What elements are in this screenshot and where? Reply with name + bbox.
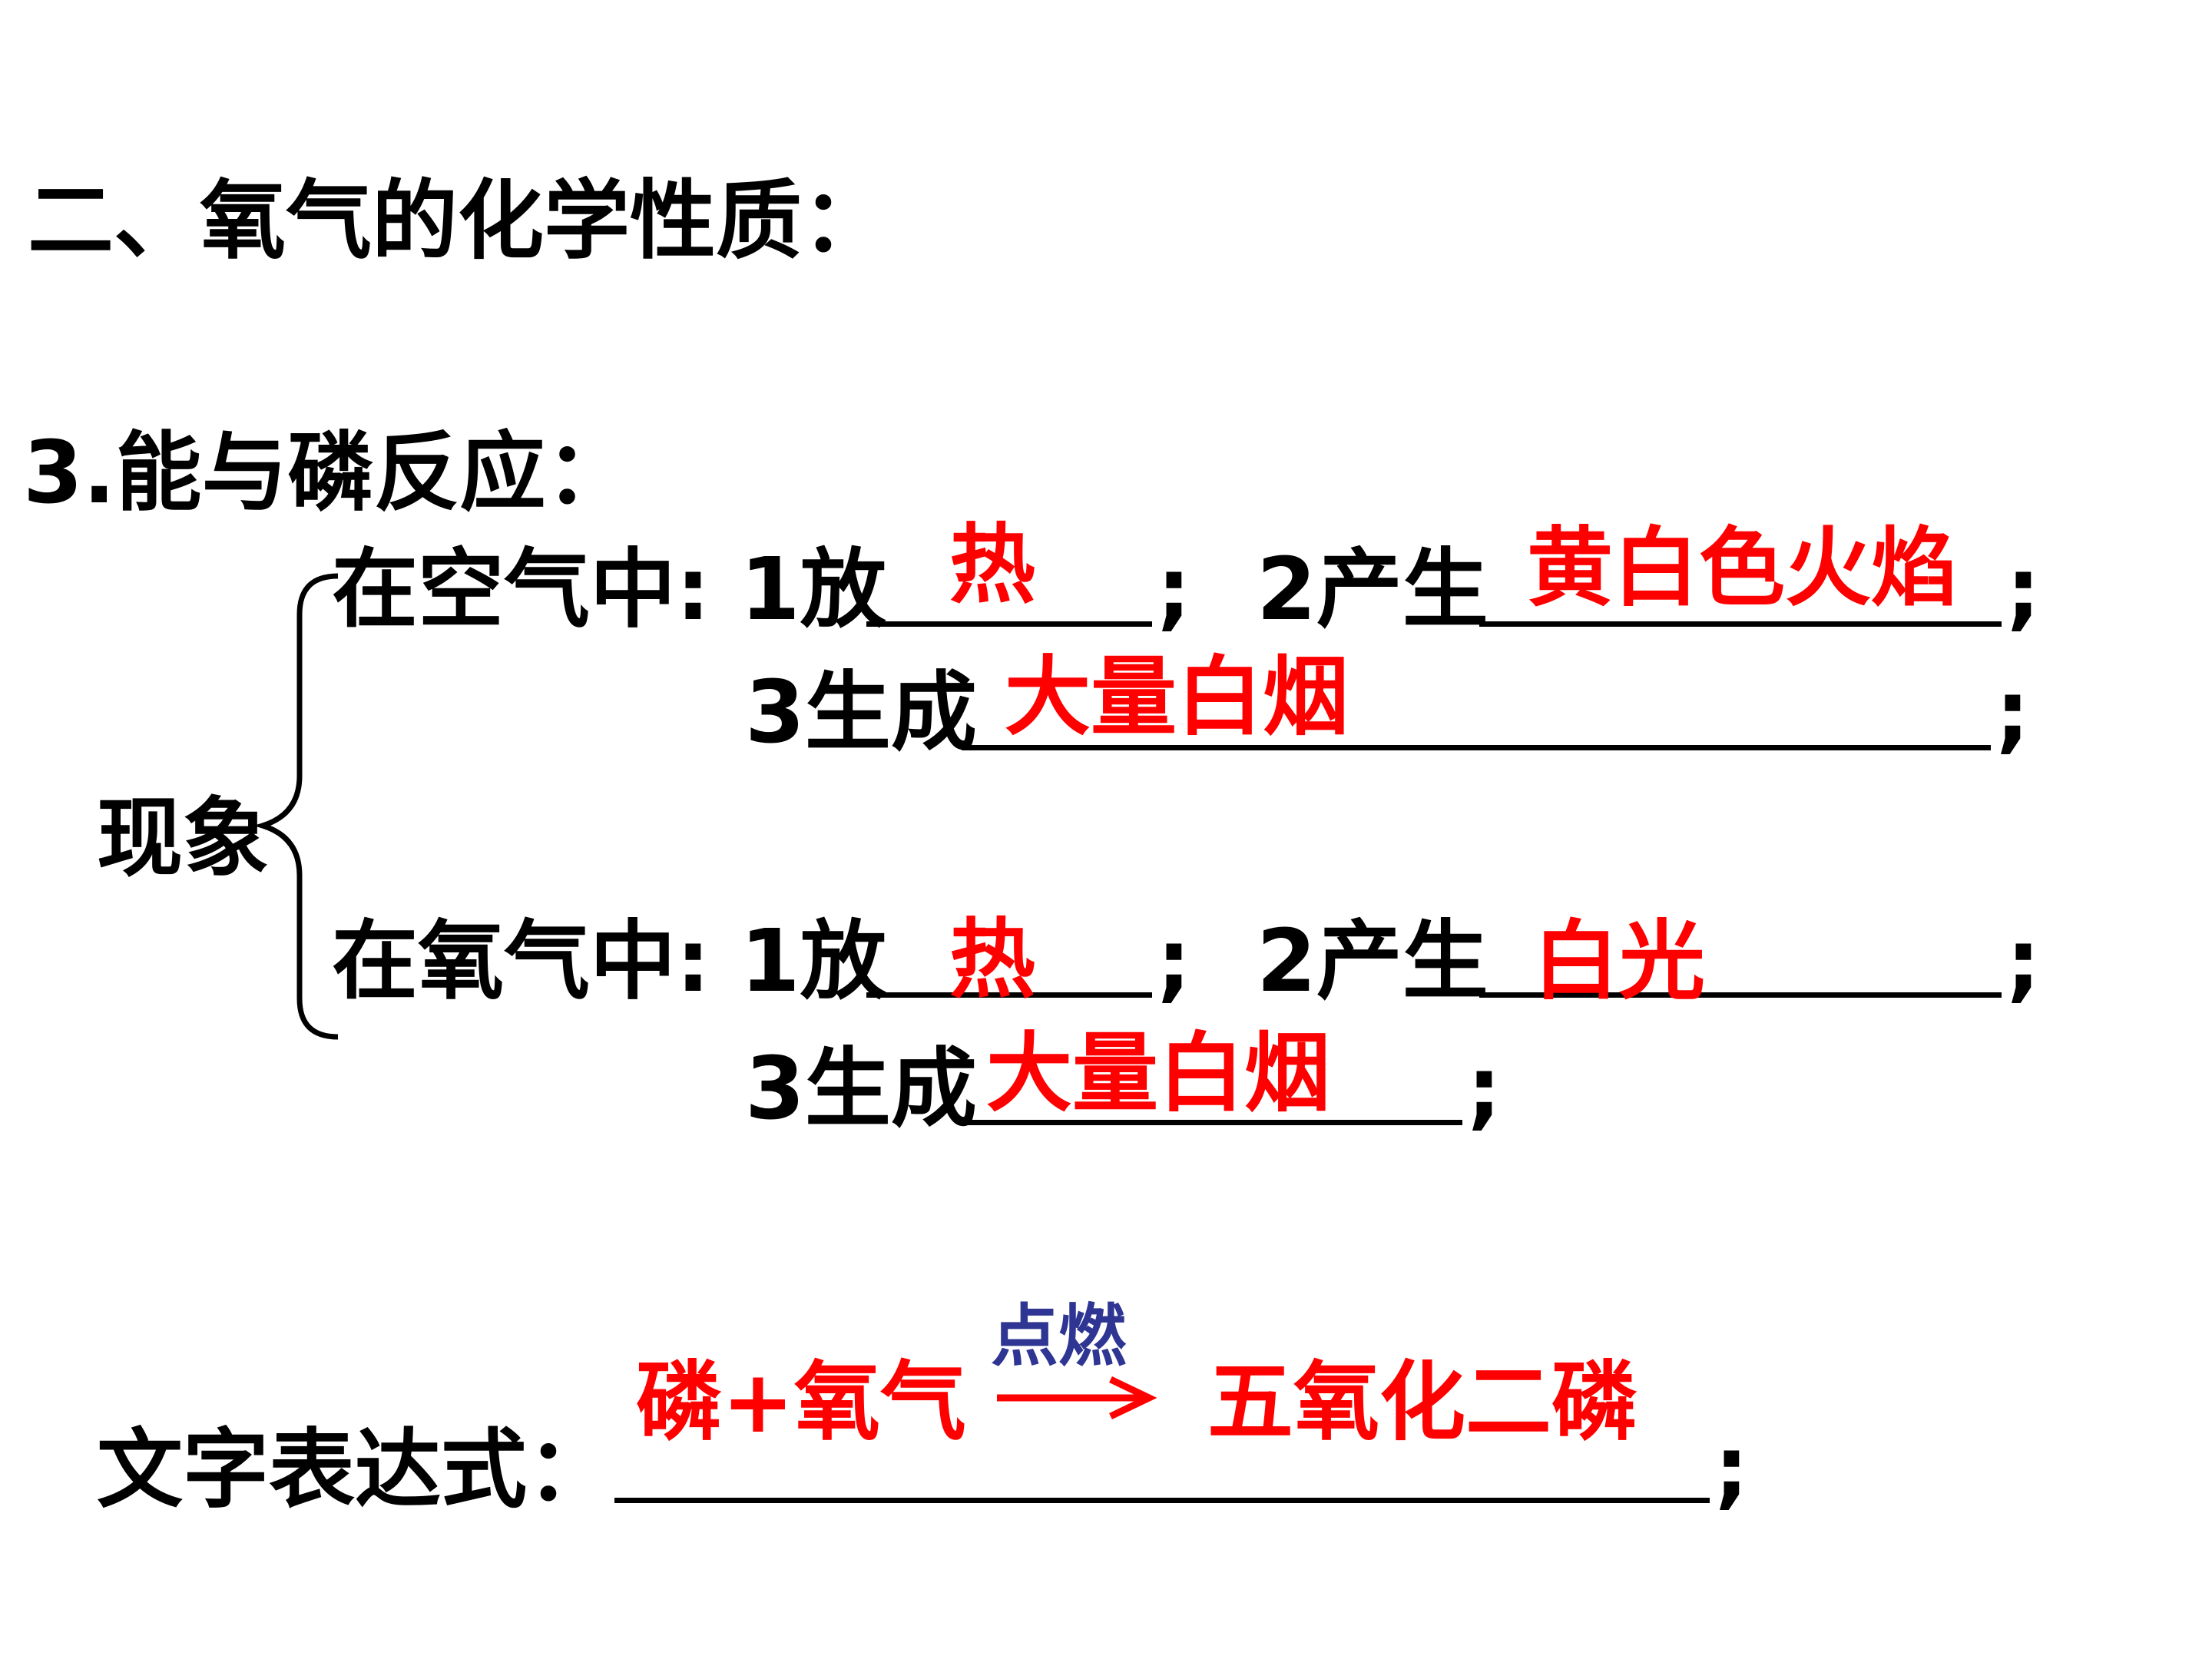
arrow-icon: [997, 1376, 1157, 1420]
semicolon: ;: [2006, 540, 2041, 640]
blank-line: [614, 1498, 1710, 1503]
blank-line: [866, 992, 1152, 998]
phenomenon-label: 现象: [97, 789, 269, 889]
blank-line: [1479, 992, 2002, 998]
answer-heat-oxygen: 热: [949, 910, 1035, 1010]
in-air-label2: 2产生: [1257, 540, 1488, 640]
in-oxygen-label3: 3生成: [745, 1039, 977, 1139]
in-air-label3: 3生成: [745, 663, 977, 763]
answer-flame-air: 黄白色火焰: [1527, 518, 1957, 618]
reaction-condition: 点燃: [991, 1296, 1127, 1376]
reactants: 磷+氧气: [636, 1353, 966, 1452]
semicolon: ;: [1157, 912, 1191, 1012]
blank-line: [1479, 621, 2002, 627]
answer-smoke-oxygen: 大量白烟: [986, 1024, 1330, 1124]
in-oxygen-label: 在氧气中: 1放: [332, 912, 886, 1012]
answer-heat-air: 热: [949, 515, 1035, 615]
section-title: 二、氧气的化学性质：: [28, 171, 888, 271]
blank-line: [866, 621, 1152, 627]
blank-line: [962, 745, 1991, 750]
word-equation-label: 文字表达式：: [97, 1420, 613, 1520]
in-oxygen-label2: 2产生: [1257, 912, 1488, 1012]
product: 五氧化二磷: [1207, 1353, 1637, 1452]
in-air-label: 在空气中: 1放: [332, 540, 886, 640]
semicolon: ;: [1995, 663, 2030, 763]
semicolon: ;: [2006, 912, 2041, 1012]
semicolon: ;: [1157, 540, 1191, 640]
semicolon: ;: [1467, 1039, 1502, 1139]
answer-light-oxygen: 白光: [1533, 912, 1705, 1012]
item-title: 3.能与磷反应：: [23, 423, 632, 523]
curly-brace: [253, 573, 339, 1040]
semicolon: ;: [1714, 1419, 1749, 1518]
blank-line: [962, 1120, 1462, 1125]
answer-smoke-air: 大量白烟: [1005, 647, 1349, 747]
